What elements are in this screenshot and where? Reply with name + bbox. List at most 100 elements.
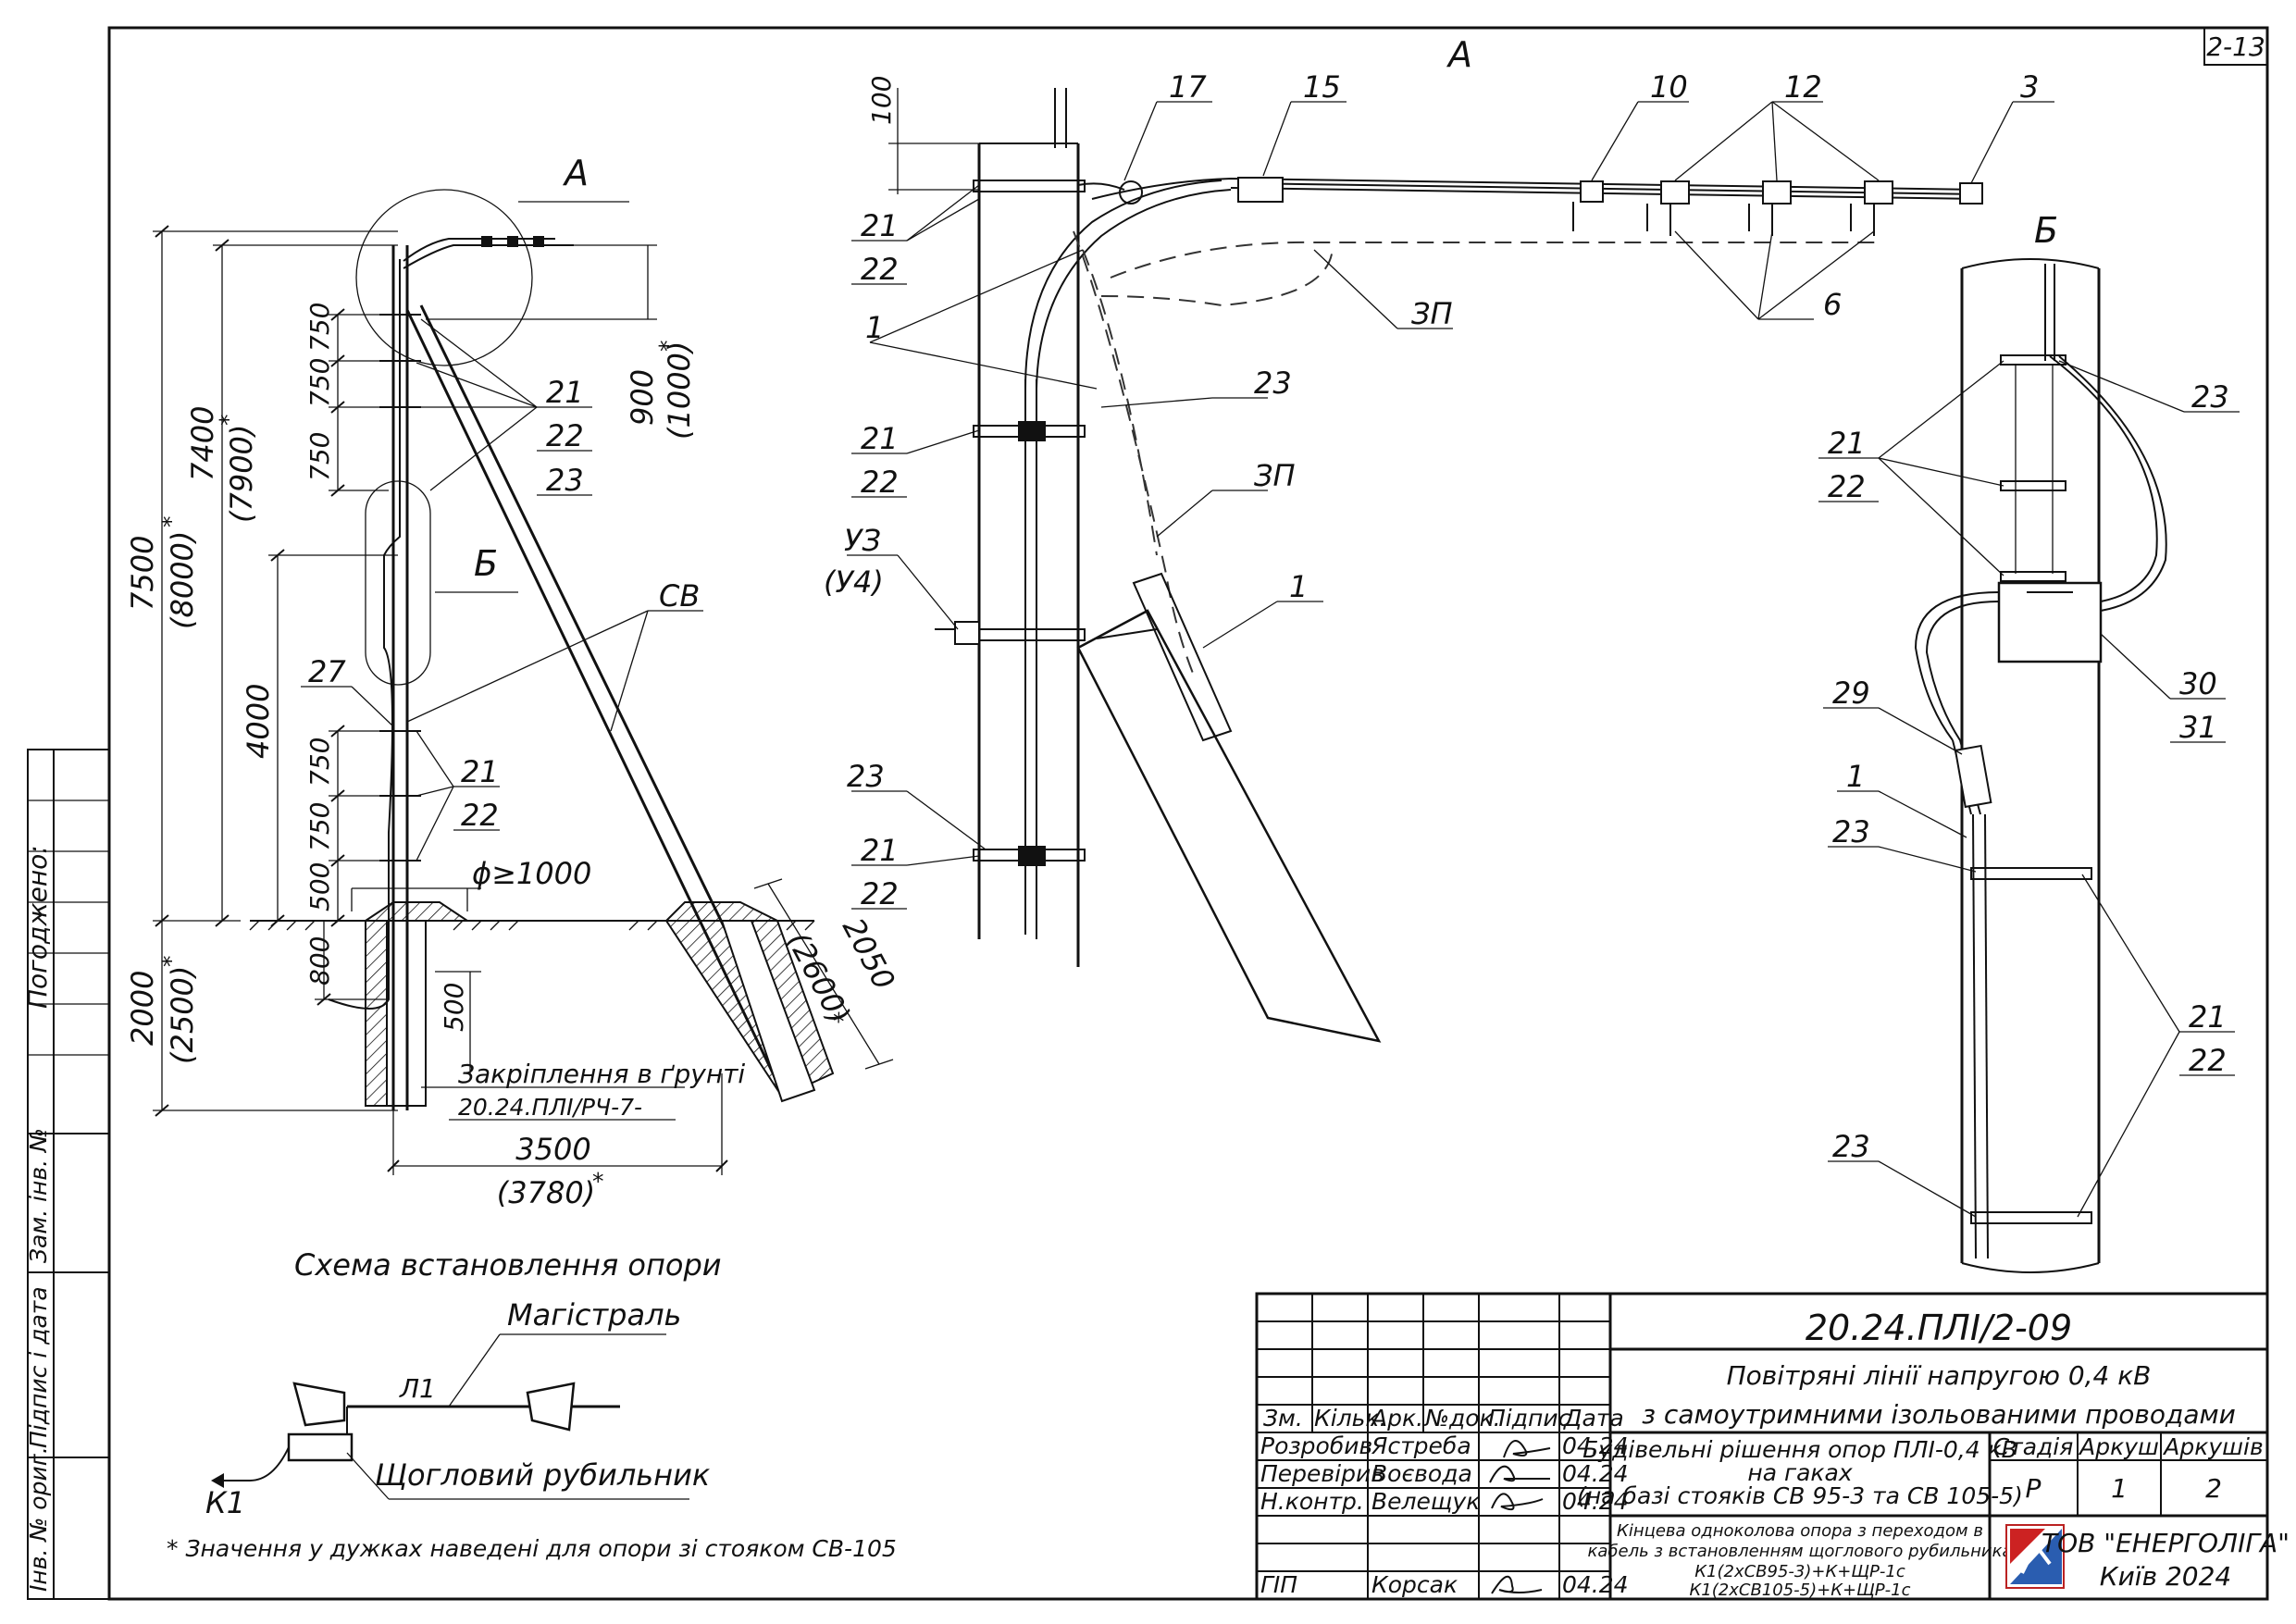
view-a-label-10: 10 <box>1650 69 1688 105</box>
stage-label: Стадія <box>1993 1433 2074 1460</box>
view-a-label-12: 12 <box>1784 69 1822 105</box>
view-a-label-22-top: 22 <box>861 252 899 287</box>
stamp-label-sign: Підпис і дата <box>25 1286 52 1448</box>
label-27: 27 <box>308 654 346 689</box>
desc-line-1: Кінцева одноколова опора з переходом в <box>1617 1521 1983 1541</box>
dim-500-b: 500 <box>439 983 469 1032</box>
dim-2500-star: * <box>157 956 184 968</box>
row-role-normcontrol: Н.контр. <box>1260 1488 1364 1515</box>
pole-elevation: А Б <box>125 153 902 1210</box>
page-number: 2-13 <box>2206 31 2265 62</box>
callout-b: Б <box>474 543 498 584</box>
dim-750-c: 750 <box>304 432 335 481</box>
dim-7900-star: * <box>215 415 242 427</box>
row-role-gip: ГІП <box>1260 1571 1297 1598</box>
view-b-label-21-bottom: 21 <box>2189 999 2227 1035</box>
scheme-main-line: Магістраль <box>507 1297 681 1333</box>
row-date-checked: 04.24 <box>1562 1460 1629 1487</box>
dim-7900: (7900) <box>224 425 259 523</box>
scheme-switch: Щогловий рубильник <box>375 1457 711 1493</box>
scheme-title: Схема встановлення опори <box>294 1247 722 1283</box>
company-logo-icon <box>2005 1524 2065 1589</box>
stage-value: Р <box>2026 1473 2042 1504</box>
callout-loop-b <box>365 480 431 686</box>
dim-100: 100 <box>866 76 897 125</box>
ground-fixing-title: Закріплення в ґрунті <box>458 1059 745 1089</box>
sheets-label: Аркушів <box>2162 1433 2263 1460</box>
view-a-label-23-bottom: 23 <box>847 759 885 794</box>
company-name: ТОВ "ЕНЕРГОЛІГА" <box>2042 1528 2290 1558</box>
view-a-title: А <box>1446 34 1472 75</box>
view-a-label-1-bottom: 1 <box>1289 569 1308 604</box>
footnote: * Значення у дужках наведені для опори з… <box>167 1535 897 1562</box>
stamp-label-replace: Зам. інв. № <box>25 1128 52 1263</box>
dim-900: 900 <box>625 369 660 426</box>
signature-normcontrol <box>1491 1493 1544 1511</box>
dim-750-d: 750 <box>304 738 335 787</box>
view-a-label-21-bottom: 21 <box>861 833 899 868</box>
sheet-value: 1 <box>2111 1473 2128 1504</box>
row-date-gip: 04.24 <box>1562 1571 1629 1598</box>
view-b-label-29: 29 <box>1832 676 1870 711</box>
detail-view-b: Б <box>1818 210 2240 1273</box>
row-name-gip: Корсак <box>1371 1571 1458 1598</box>
header-doc: №док. <box>1423 1405 1501 1432</box>
view-b-label-22-top: 22 <box>1828 469 1866 504</box>
view-a-label-uz: УЗ <box>844 523 881 558</box>
view-a-label-22-mid: 22 <box>861 465 899 500</box>
view-b-label-23-mid: 23 <box>1832 814 1870 849</box>
label-23-top: 23 <box>546 463 584 498</box>
title-block: Зм. Кільк. Арк. №док. Підпис Дата Розроб… <box>1255 1292 2290 1601</box>
view-b-label-31: 31 <box>2179 710 2217 745</box>
label-21-bottom: 21 <box>461 754 499 789</box>
view-b-label-23-top: 23 <box>2191 379 2229 415</box>
row-date-normcontrol: 04.24 <box>1562 1488 1629 1515</box>
side-stamp: Погоджено: Зам. інв. № Підпис і дата Інв… <box>22 749 110 1600</box>
detail-view-a: А <box>824 34 2054 1043</box>
sheet-label: Аркуш <box>2078 1433 2159 1460</box>
view-b-label-23-bottom: 23 <box>1832 1129 1870 1164</box>
view-a-label-22-bottom: 22 <box>861 876 899 911</box>
view-a-label-zp-2: ЗП <box>1254 458 1296 493</box>
signature-gip <box>1491 1575 1543 1594</box>
row-date-developer: 04.24 <box>1562 1432 1629 1459</box>
desc-line-3: К1(2хСВ95-3)+К+ЩР-1с <box>1694 1562 1905 1581</box>
desc-line-2: кабель з встановленням щоглового рубильн… <box>1588 1542 2013 1561</box>
row-role-checked: Перевірив <box>1260 1460 1384 1487</box>
desc-line-4: К1(2хСВ105-5)+К+ЩР-1с <box>1690 1581 1911 1600</box>
dim-4000: 4000 <box>241 684 276 759</box>
dim-750-e: 750 <box>304 802 335 851</box>
header-zm: Зм. <box>1263 1405 1303 1432</box>
dim-2000: 2000 <box>125 971 160 1046</box>
view-b-title: Б <box>2034 210 2058 251</box>
row-role-developer: Розробив <box>1260 1432 1372 1459</box>
row-name-developer: Ястреба <box>1371 1432 1471 1459</box>
callout-circle-a <box>355 189 533 366</box>
company-city: Київ 2024 <box>2100 1561 2232 1592</box>
view-b-label-21-top: 21 <box>1828 426 1866 461</box>
agreed-label: Погоджено: <box>22 845 53 1009</box>
dim-500-a: 500 <box>304 862 335 911</box>
header-sheet: Арк. <box>1370 1405 1423 1432</box>
insulator-right-icon <box>526 1382 576 1432</box>
signature-checked <box>1489 1465 1550 1483</box>
section-line-3: (на базі стояків СВ 95-3 та СВ 105-5) <box>1577 1482 2023 1509</box>
dim-750-b: 750 <box>304 358 335 407</box>
insulator-left-icon <box>292 1382 346 1427</box>
signature-developer <box>1503 1440 1551 1458</box>
dim-3780: (3780) <box>497 1175 595 1210</box>
mast-switch-icon <box>287 1432 354 1462</box>
dim-diameter: ϕ≥1000 <box>472 856 591 891</box>
label-22-top: 22 <box>546 418 584 453</box>
label-sv: СВ <box>659 578 700 614</box>
label-22-bottom: 22 <box>461 798 499 833</box>
section-line-2: на гаках <box>1747 1459 1852 1486</box>
ground-fixing-code: 20.24.ПЛІ/РЧ-7- <box>458 1094 642 1121</box>
view-a-label-17: 17 <box>1169 69 1207 105</box>
dim-2050: 2050 <box>836 912 902 996</box>
dim-3780-star: * <box>592 1168 604 1195</box>
view-a-label-1-top: 1 <box>865 310 884 345</box>
scheme-l1: Л1 <box>399 1373 436 1404</box>
view-a-label-21-mid: 21 <box>861 421 899 456</box>
header-date: Дата <box>1563 1405 1624 1432</box>
